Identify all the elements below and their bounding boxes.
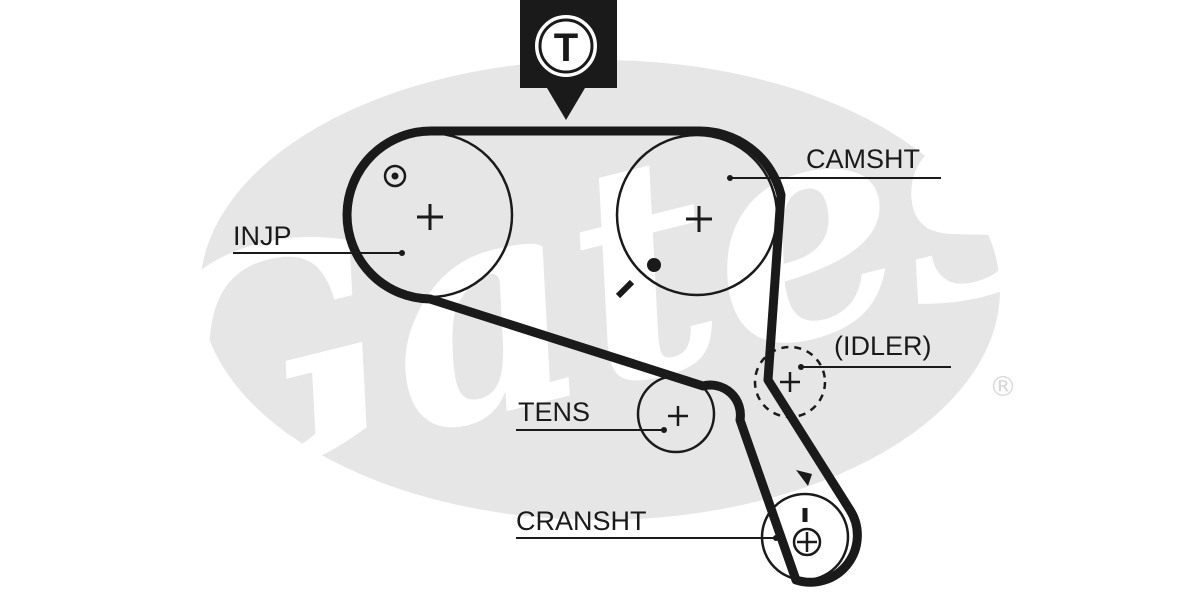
camshaft-center-icon xyxy=(686,206,712,232)
camshaft-label: CAMSHT xyxy=(806,144,920,174)
rotation-direction-arrow-icon xyxy=(796,470,812,486)
watermark-oval xyxy=(200,60,1000,520)
injection-pump-timing-mark-icon xyxy=(383,164,407,188)
injection-pump-label: INJP xyxy=(233,221,292,251)
timing-mark-badge: T xyxy=(520,0,617,120)
tensioner-center-icon xyxy=(668,406,688,426)
crankshaft-leader xyxy=(516,535,779,541)
injection-pump-center-icon xyxy=(417,204,443,230)
crankshaft-label: CRANSHT xyxy=(516,506,647,536)
injection-pump-leader xyxy=(233,250,405,256)
camshaft-timing-dash-icon xyxy=(615,279,635,299)
tensioner-label: TENS xyxy=(518,397,590,427)
camshaft-leader xyxy=(727,175,941,181)
crankshaft-center-icon xyxy=(792,527,822,557)
camshaft-timing-dot-icon xyxy=(647,258,661,272)
idler-center-icon xyxy=(780,372,800,392)
idler-leader xyxy=(798,364,951,370)
timing-mark-letter: T xyxy=(554,26,578,70)
timing-belt xyxy=(342,126,862,587)
idler-label: (IDLER) xyxy=(834,331,932,361)
registered-mark: ® xyxy=(989,370,1017,403)
tensioner-leader xyxy=(516,427,667,433)
